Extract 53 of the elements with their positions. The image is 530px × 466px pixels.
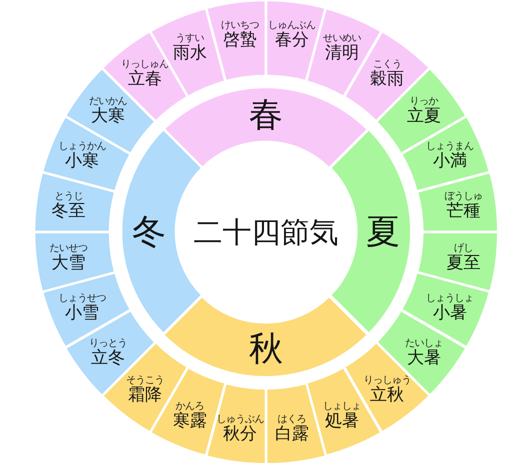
reading-text: しょうしょ [426, 293, 474, 304]
reading-text: こくう [372, 59, 402, 70]
term-name: 秋分 [223, 425, 258, 444]
reading-text: りっしゅう [363, 374, 411, 386]
reading-text: けいちつ [221, 20, 260, 31]
term-name: 春分 [274, 30, 309, 50]
season-name: 冬 [132, 212, 166, 251]
reading-text: うすい [176, 33, 204, 44]
reading-text: りっとう [89, 338, 128, 350]
reading-text: げし [454, 242, 473, 254]
reading-text: しょうかん [58, 140, 106, 152]
reading-text: しゅうぶん [216, 414, 264, 426]
term-name: 立夏 [406, 106, 441, 126]
term-name: 小暑 [432, 304, 467, 324]
term-name: 穀雨 [370, 70, 404, 90]
term-name: 立冬 [91, 349, 126, 368]
reading-text: ぼうしゅ [444, 191, 482, 202]
term-name: 小満 [432, 152, 467, 171]
term-name: 処暑 [325, 412, 360, 431]
reading-text: そうこう [126, 374, 164, 386]
reading-text: りっしゅん [121, 59, 169, 70]
term-name: 夏至 [446, 254, 480, 273]
term-name: 大暑 [406, 349, 441, 368]
reading-text: しょうまん [426, 140, 474, 152]
term-name: 小雪 [65, 304, 100, 324]
season-name: 秋 [248, 330, 283, 368]
reading-text: せいめい [323, 33, 362, 44]
term-name: 立秋 [370, 386, 404, 405]
reading-text: しょしょ [323, 400, 362, 412]
term-name: 立春 [128, 70, 162, 90]
term-name: 寒露 [172, 412, 207, 431]
reading-text: だいかん [89, 96, 128, 107]
term-name: 清明 [325, 44, 360, 64]
reading-text: はくろ [278, 414, 306, 426]
term-name: 白露 [274, 425, 309, 444]
reading-text: りっか [410, 96, 438, 107]
reading-text: しょうせつ [58, 293, 106, 304]
reading-text: しゅんぶん [268, 20, 316, 31]
reading-text: かんろ [176, 400, 204, 412]
reading-text: とうじ [54, 191, 83, 202]
diagram-title: 二十四節気 [194, 215, 338, 249]
term-name: 芒種 [446, 202, 480, 222]
term-name: 啓蟄 [223, 30, 258, 50]
term-name: 霜降 [128, 386, 162, 405]
reading-text: たいしょ [404, 338, 443, 350]
term-name: 小寒 [65, 152, 100, 171]
term-name: 冬至 [52, 202, 86, 222]
term-name: 大寒 [91, 106, 126, 126]
season-name: 春 [248, 96, 283, 134]
term-name: 雨水 [172, 44, 207, 64]
reading-text: たいせつ [50, 242, 88, 254]
term-name: 大雪 [52, 254, 86, 273]
season-name: 夏 [366, 212, 400, 251]
